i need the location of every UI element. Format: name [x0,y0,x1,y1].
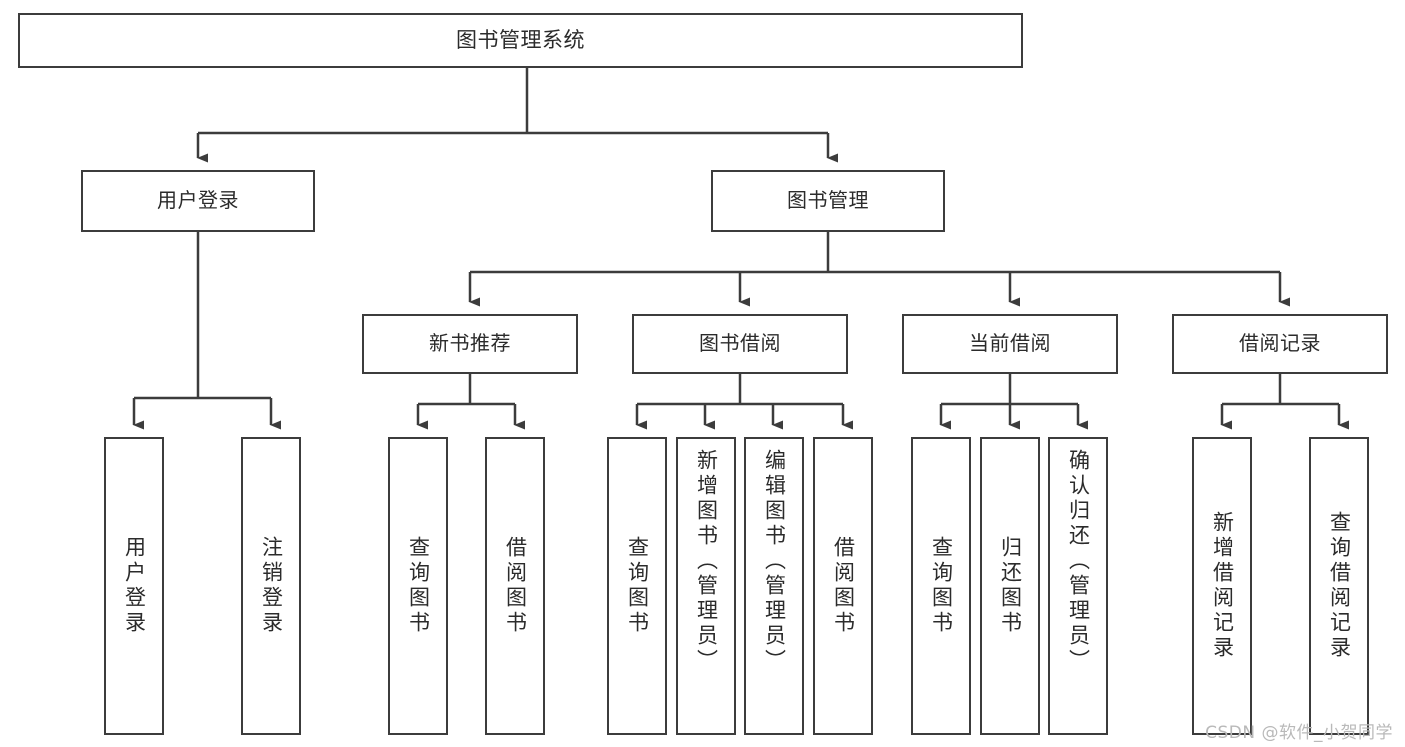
leaf-borrow-query-book-inner: 查询图书 [609,439,665,733]
leaf-user-login-inner: 用户登录 [106,439,162,733]
node-root[interactable]: 图书管理系统 [18,13,1023,68]
leaf-new-book-borrow[interactable]: 借阅图书 [485,437,545,735]
node-user-login[interactable]: 用户登录 [81,170,315,232]
leaf-current-query-book-inner: 查询图书 [913,439,969,733]
leaf-add-borrow-record-label: 新增借阅记录 [1210,511,1235,661]
leaf-confirm-return-admin-inner: 确认归还（管理员） [1050,439,1106,743]
leaf-new-book-borrow-inner: 借阅图书 [487,439,543,733]
node-book-management-label: 图书管理 [787,188,869,213]
leaf-add-book-admin-inner: 新增图书（管理员） [678,439,734,743]
node-borrow-record[interactable]: 借阅记录 [1172,314,1388,374]
leaf-new-book-query-label: 查询图书 [406,536,431,636]
leaf-query-borrow-record[interactable]: 查询借阅记录 [1309,437,1369,735]
leaf-confirm-return-admin-label: 确认归还（管理员） [1066,449,1091,674]
leaf-add-book-admin-label: 新增图书（管理员） [694,449,719,674]
node-new-book-recommend-label: 新书推荐 [429,331,511,356]
leaf-edit-book-admin-inner: 编辑图书（管理员） [746,439,802,743]
node-new-book-recommend[interactable]: 新书推荐 [362,314,578,374]
leaf-current-query-book[interactable]: 查询图书 [911,437,971,735]
leaf-borrow-query-book-label: 查询图书 [625,536,650,636]
leaf-query-borrow-record-inner: 查询借阅记录 [1311,439,1367,733]
leaf-borrow-book[interactable]: 借阅图书 [813,437,873,735]
node-book-borrow[interactable]: 图书借阅 [632,314,848,374]
leaf-new-book-query-inner: 查询图书 [390,439,446,733]
leaf-user-login-label: 用户登录 [122,536,147,636]
leaf-new-book-query[interactable]: 查询图书 [388,437,448,735]
leaf-borrow-book-label: 借阅图书 [831,536,856,636]
watermark: CSDN @软件_小贺同学 [1205,723,1393,743]
leaf-add-borrow-record-inner: 新增借阅记录 [1194,439,1250,733]
leaf-user-login[interactable]: 用户登录 [104,437,164,735]
leaf-confirm-return-admin[interactable]: 确认归还（管理员） [1048,437,1108,735]
leaf-edit-book-admin[interactable]: 编辑图书（管理员） [744,437,804,735]
node-current-borrow[interactable]: 当前借阅 [902,314,1118,374]
node-user-login-label: 用户登录 [157,188,239,213]
leaf-return-book-label: 归还图书 [998,536,1023,636]
leaf-new-book-borrow-label: 借阅图书 [503,536,528,636]
leaf-user-logout[interactable]: 注销登录 [241,437,301,735]
leaf-query-borrow-record-label: 查询借阅记录 [1327,511,1352,661]
leaf-return-book-inner: 归还图书 [982,439,1038,733]
node-current-borrow-label: 当前借阅 [969,331,1051,356]
leaf-borrow-query-book[interactable]: 查询图书 [607,437,667,735]
leaf-add-borrow-record[interactable]: 新增借阅记录 [1192,437,1252,735]
leaf-return-book[interactable]: 归还图书 [980,437,1040,735]
node-book-borrow-label: 图书借阅 [699,331,781,356]
leaf-edit-book-admin-label: 编辑图书（管理员） [762,449,787,674]
leaf-current-query-book-label: 查询图书 [929,536,954,636]
node-borrow-record-label: 借阅记录 [1239,331,1321,356]
leaf-user-logout-label: 注销登录 [259,536,284,636]
leaf-user-logout-inner: 注销登录 [243,439,299,733]
node-book-management[interactable]: 图书管理 [711,170,945,232]
leaf-borrow-book-inner: 借阅图书 [815,439,871,733]
node-root-label: 图书管理系统 [456,28,585,53]
leaf-add-book-admin[interactable]: 新增图书（管理员） [676,437,736,735]
